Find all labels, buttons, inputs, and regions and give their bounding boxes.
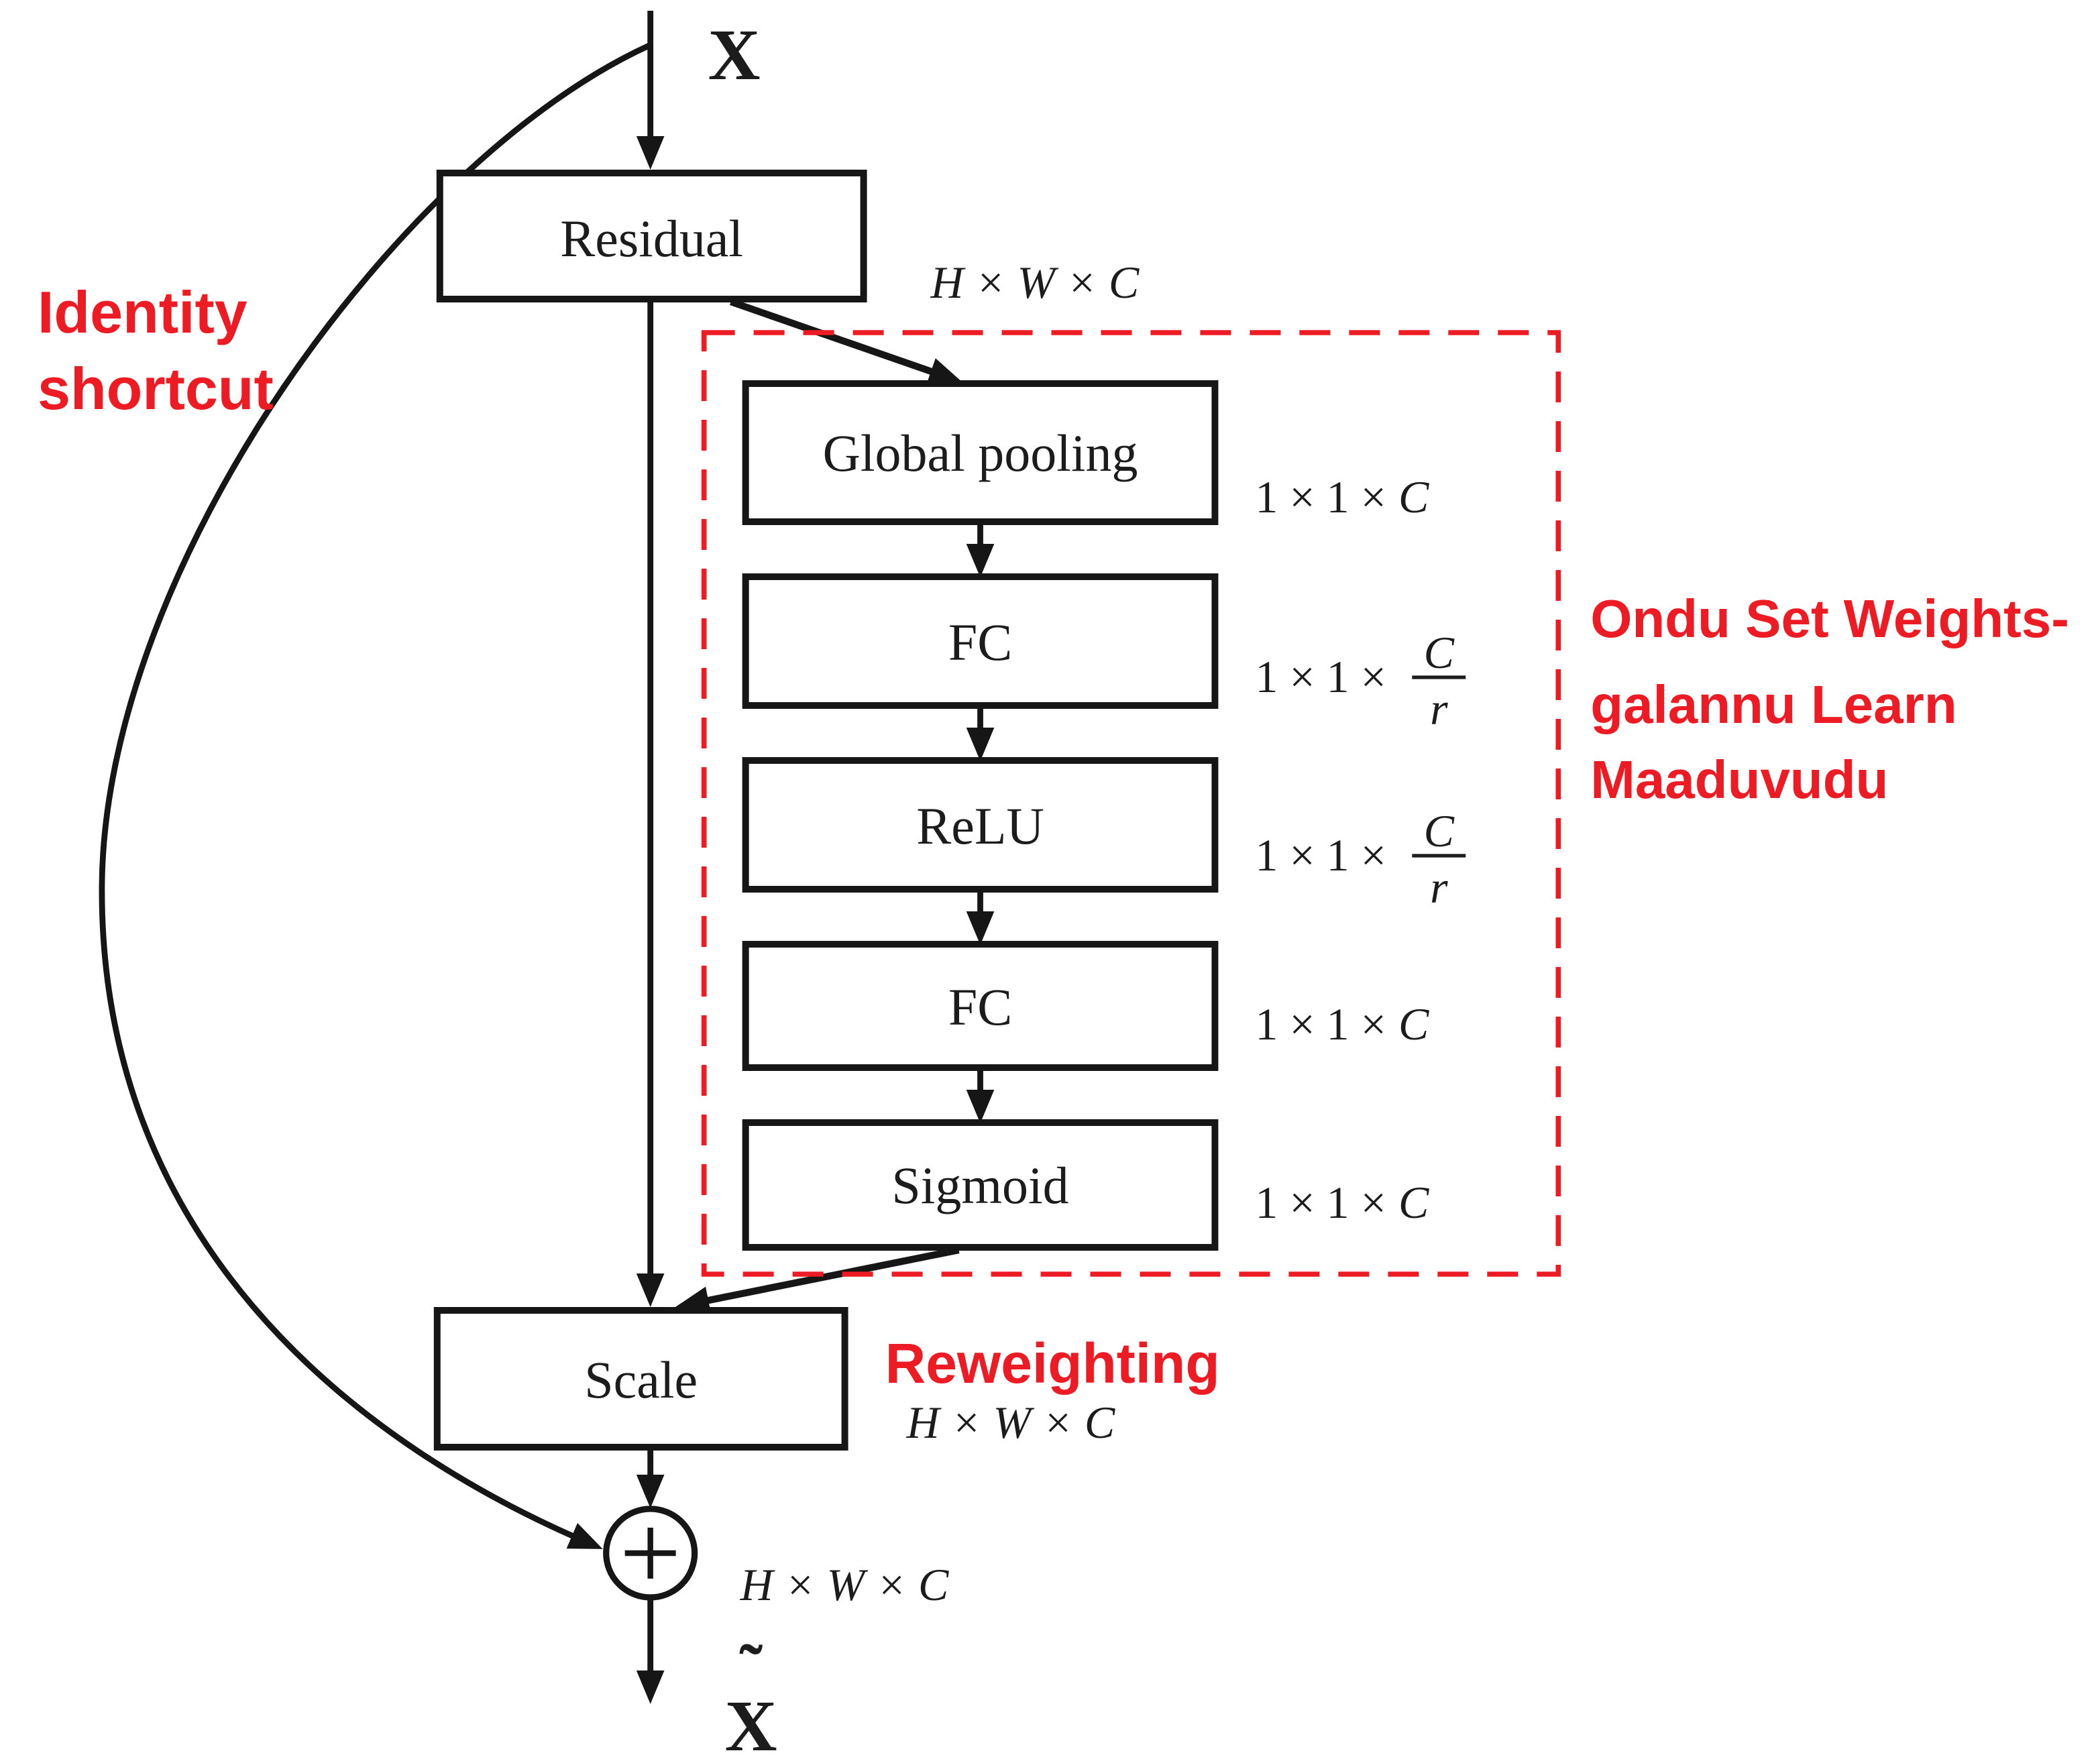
residual-label: Residual (560, 210, 743, 268)
fc1-dim-denominator: r (1430, 683, 1448, 734)
output-tilde: ˜ (739, 1631, 763, 1708)
gp-dim-label: 1 × 1 ×C (1255, 471, 1429, 522)
sum-node (603, 1506, 698, 1601)
fc1-dim-numerator: C (1424, 627, 1455, 678)
fc2-label: FC (948, 978, 1012, 1036)
scale-label: Scale (584, 1351, 698, 1409)
se-module-label-line2: galannu Learn (1590, 675, 1956, 734)
relu-dim-prefix: 1 × 1 × (1255, 830, 1386, 881)
sigmoid-to-scale-arrow (675, 1246, 960, 1314)
scale-dim-label: H × W × C (906, 1397, 1115, 1448)
fc1-dim-prefix: 1 × 1 × (1255, 651, 1386, 702)
residual-to-global-pooling-arrow (729, 298, 963, 385)
se-module-label-line1: Ondu Set Weights- (1590, 589, 2069, 648)
input-label: X (708, 15, 761, 95)
relu-dim-numerator: C (1424, 805, 1455, 856)
sum-dim-label: H × W × C (740, 1559, 949, 1610)
fc1-box (742, 573, 1219, 709)
se-module-dashed-border (701, 330, 1561, 1277)
identity-shortcut-label-line2: shortcut (38, 355, 274, 422)
fc1-label: FC (948, 614, 1012, 671)
plus-icon (624, 1528, 676, 1579)
identity-shortcut-curve (99, 42, 651, 1549)
relu-label: ReLU (916, 797, 1044, 855)
relu-box (742, 757, 1219, 893)
relu-dim-denominator: r (1430, 862, 1448, 913)
sigmoid-box (742, 1119, 1219, 1251)
global-pooling-label: Global pooling (823, 424, 1138, 482)
reweighting-label: Reweighting (885, 1332, 1220, 1395)
residual-dim-label: H × W × C (930, 257, 1140, 308)
sigmoid-label: Sigmoid (891, 1157, 1068, 1214)
global-pooling-box (742, 380, 1219, 525)
fc2-dim-label: 1 × 1 ×C (1255, 999, 1429, 1050)
scale-box (433, 1307, 848, 1451)
sigmoid-dim-label: 1 × 1 ×C (1255, 1177, 1429, 1228)
fc2-box (742, 941, 1219, 1071)
se-module-label-line3: Maaduvudu (1590, 750, 1888, 809)
output-label: X (725, 1687, 777, 1757)
identity-shortcut-label-line1: Identity (38, 279, 247, 345)
residual-box (436, 170, 867, 302)
